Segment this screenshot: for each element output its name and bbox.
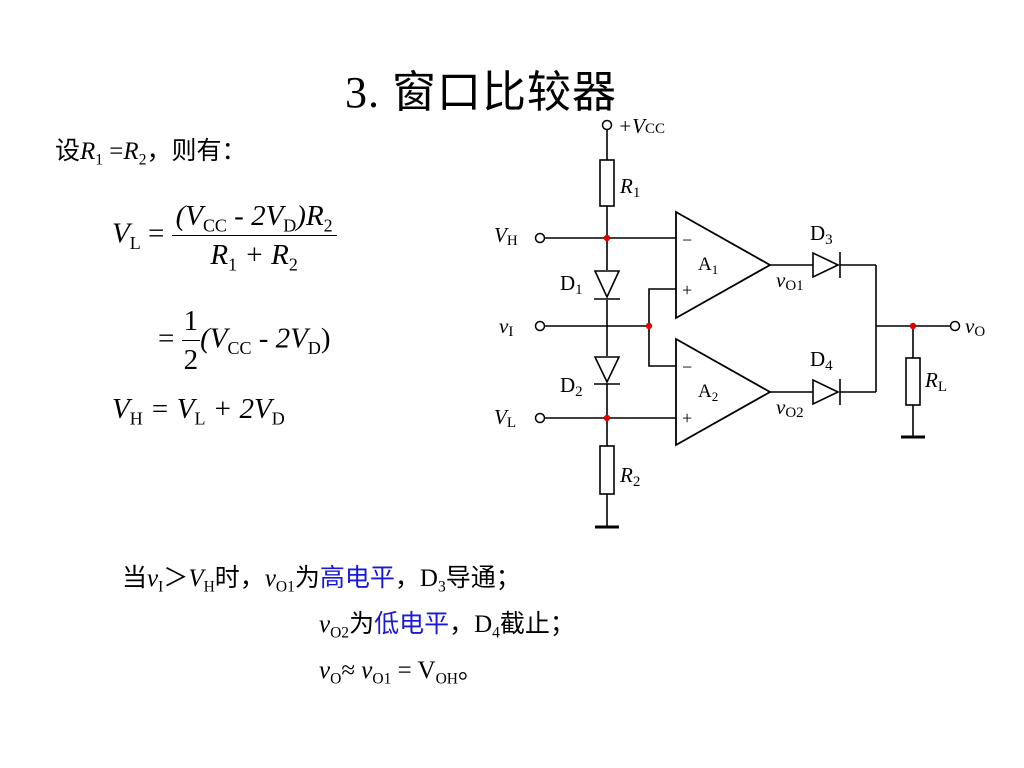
terminal-vcc xyxy=(601,119,613,131)
circuit-labels: +VCC R1 R2 RL VH vI VL D1 D2 D3 D4 A1 A2… xyxy=(494,114,985,490)
label-d4: D4 xyxy=(810,347,833,374)
label-a2: A2 xyxy=(698,381,718,404)
label-vo: vO xyxy=(965,314,985,340)
fraction-denominator: R1 + R2 xyxy=(210,239,298,275)
label-d3: D3 xyxy=(810,221,833,248)
fraction-vl: (VCC - 2VD)R2 R1 + R2 xyxy=(171,200,337,275)
a1-noninverting-sign: + xyxy=(682,280,692,300)
label-vcc: +VCC xyxy=(618,114,665,138)
formula-vl: VL = (VCC - 2VD)R2 R1 + R2 xyxy=(112,200,337,275)
low-level-text: 低电平 xyxy=(374,611,450,638)
diode-d1 xyxy=(593,270,621,300)
label-d1: D1 xyxy=(560,271,583,298)
fraction-numerator: (VCC - 2VD)R2 xyxy=(171,200,337,236)
opamp-a2 xyxy=(675,337,772,447)
label-r2: R2 xyxy=(619,463,640,490)
slide-title: 3. 窗口比较器 xyxy=(345,68,617,117)
resistor-r2 xyxy=(599,445,615,495)
high-level-text: 高电平 xyxy=(319,565,395,592)
label-r1: R1 xyxy=(619,174,640,201)
terminal-vl xyxy=(534,412,546,424)
diode-d2 xyxy=(593,356,621,385)
label-a1: A1 xyxy=(698,254,718,277)
resistor-rl xyxy=(905,357,921,406)
explain-line-1: 当vI＞VH时，vO1为高电平，D3导通； xyxy=(122,565,521,596)
terminal-vi xyxy=(534,320,546,332)
label-vl: VL xyxy=(494,405,516,431)
resistor-r1 xyxy=(599,159,615,207)
junction-dot xyxy=(603,234,611,242)
diode-d4 xyxy=(812,378,841,406)
a2-noninverting-sign: + xyxy=(682,408,692,428)
circuit-terminals xyxy=(534,119,961,424)
diode-d3 xyxy=(812,251,841,279)
junction-dots xyxy=(603,234,917,422)
setup-line: 设R1 =R2，则有： xyxy=(55,138,247,169)
explain-line-3: vO≈ vO1 = VOH。 xyxy=(319,657,483,688)
formula-vh: VH = VL + 2VD xyxy=(112,393,285,429)
label-vi: vI xyxy=(499,314,513,340)
junction-dot xyxy=(603,414,611,422)
explain-line-2: vO2为低电平，D4截止； xyxy=(319,611,575,642)
label-vo1: vO1 xyxy=(776,268,804,294)
label-d2: D2 xyxy=(560,373,583,400)
junction-dot xyxy=(909,322,917,330)
a2-inverting-sign: − xyxy=(682,357,692,377)
terminal-vh xyxy=(534,232,546,244)
opamp-a1 xyxy=(675,210,772,320)
label-vh: VH xyxy=(494,223,518,249)
label-vo2: vO2 xyxy=(776,395,804,421)
terminal-vo xyxy=(949,320,961,332)
junction-dot xyxy=(645,322,653,330)
a1-inverting-sign: − xyxy=(682,230,692,250)
label-rl: RL xyxy=(924,368,947,395)
